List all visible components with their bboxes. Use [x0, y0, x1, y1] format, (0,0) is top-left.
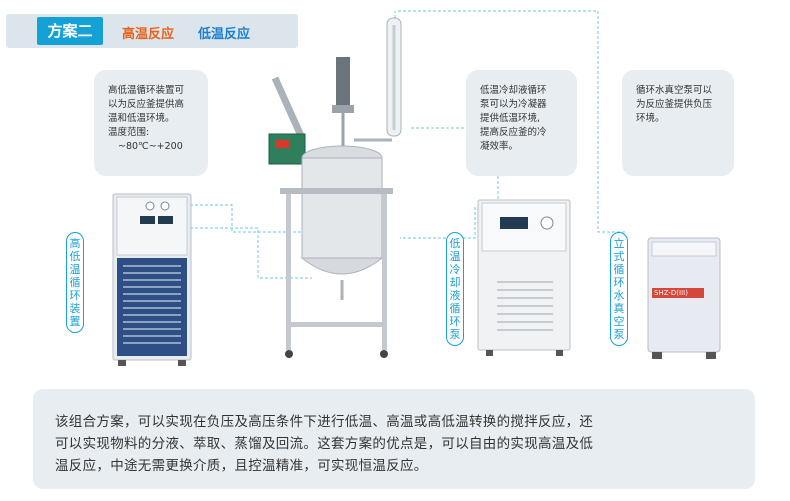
- heater-unit-drawing: [112, 193, 192, 366]
- scheme-tag: 方案二: [37, 17, 103, 45]
- heater-description: 高低温循环装置可 以为反应釜提供高 温和低温环境。 温度范围: ~80℃~+20…: [94, 70, 208, 176]
- reactor-drawing: [268, 17, 402, 358]
- vacuum-plate-text: SHZ-D(III): [654, 289, 688, 297]
- heater-vertical-label: 高低温循环装置: [66, 232, 84, 333]
- low-temp-label: 低温反应: [198, 27, 251, 42]
- chiller-pump-drawing: [477, 199, 571, 356]
- chiller-description: 低温冷却液循环 泵可以为冷凝器 提供低温环境, 提高反应釜的冷 凝效率。: [466, 70, 577, 176]
- vacuum-pump-drawing: [647, 237, 721, 359]
- scheme-summary: 该组合方案，可以实现在负压及高压条件下进行低温、高温或高低温转换的搅拌反应，还 …: [33, 389, 755, 489]
- vacuum-vertical-label: 立式循环水真空泵: [610, 232, 628, 346]
- high-temp-label: 高温反应: [122, 27, 175, 42]
- vacuum-description: 循环水真空泵可以 为反应釜提供负压 环境。: [622, 70, 734, 176]
- chiller-vertical-label: 低温冷却液循环泵: [446, 232, 464, 346]
